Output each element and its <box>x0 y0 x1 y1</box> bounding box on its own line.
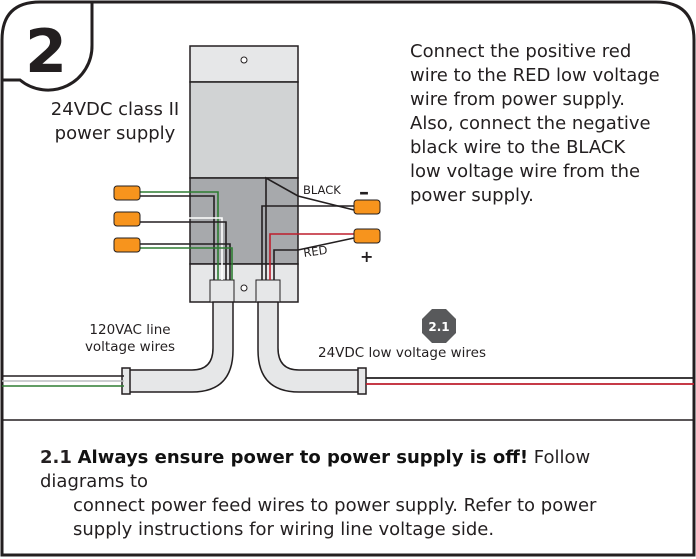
wire-connectors-left <box>113 185 141 253</box>
note-warning: Always ensure power to power supply is o… <box>77 447 529 468</box>
line-voltage-label: 120VAC line voltage wires <box>70 322 190 356</box>
power-supply <box>189 45 299 303</box>
mount-hole-icon <box>240 56 248 64</box>
low-voltage-wires <box>366 377 694 385</box>
cable-gland-left <box>209 279 235 303</box>
conduits <box>121 301 367 395</box>
note-line3: supply instructions for wiring line volt… <box>73 519 495 540</box>
panel-wiring <box>140 176 355 280</box>
instruction-line: wire to the RED low voltage <box>410 65 660 86</box>
wire-connector-icon <box>113 237 141 253</box>
power-supply-top-cap <box>189 45 299 83</box>
wire-connectors-right <box>353 199 381 244</box>
wire-connector-icon <box>353 199 381 215</box>
line-voltage-label-line1: 120VAC line <box>89 322 171 338</box>
instruction-line: Connect the positive red <box>410 41 632 62</box>
conduit-left <box>127 301 234 393</box>
red-wire-label: RED <box>302 243 328 260</box>
instruction-line: power supply. <box>410 185 534 206</box>
instruction-line: wire from power supply. <box>410 89 625 110</box>
wire-connector-icon <box>113 211 141 227</box>
wire-connector-icon <box>353 228 381 244</box>
line-voltage-wires <box>2 375 124 387</box>
step-number: 2 <box>25 17 67 87</box>
note-number: 2.1 <box>40 447 72 468</box>
badge-label: 2.1 <box>428 320 449 334</box>
safety-note: 2.1 Always ensure power to power supply … <box>40 446 680 542</box>
minus-sign: – <box>359 180 369 204</box>
step-badge: 2.1 <box>422 309 456 343</box>
instruction-line: black wire to the BLACK <box>410 137 626 158</box>
power-supply-bottom-cap <box>189 263 299 303</box>
connection-instruction: Connect the positive red wire to the RED… <box>410 40 680 208</box>
cable-gland-right <box>255 279 281 303</box>
line-voltage-label-line2: voltage wires <box>84 339 176 355</box>
black-wire-label: BLACK <box>303 183 341 197</box>
plus-sign: + <box>360 247 373 266</box>
instruction-line: low voltage wire from the <box>410 161 641 182</box>
wire-connector-icon <box>113 185 141 201</box>
step-number-circle <box>2 2 94 92</box>
power-supply-label-line2: power supply <box>54 123 176 144</box>
badge-octagon-icon <box>422 309 456 343</box>
conduit-right-coupler <box>357 367 367 395</box>
wiring-panel <box>189 177 299 265</box>
power-supply-housing <box>189 81 299 179</box>
power-supply-label-line1: 24VDC class II <box>50 99 180 120</box>
instruction-line: Also, connect the negative <box>410 113 651 134</box>
low-voltage-label: 24VDC low voltage wires <box>318 345 486 361</box>
power-supply-label: 24VDC class II power supply <box>30 98 200 146</box>
note-line1-rest: Follow diagrams to <box>40 447 591 492</box>
note-line2: connect power feed wires to power supply… <box>73 495 597 516</box>
mount-hole-icon <box>240 284 248 292</box>
